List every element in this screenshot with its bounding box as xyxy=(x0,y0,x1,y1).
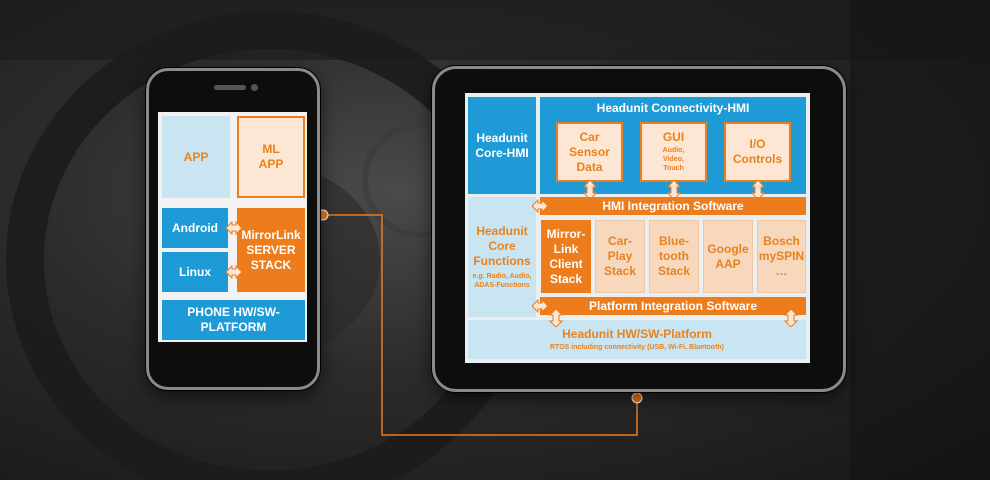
phone-android-label: Android xyxy=(172,220,218,235)
gui-sub-label: Audio, Video, Touch xyxy=(662,147,685,172)
google-aap-label: Google AAP xyxy=(707,241,749,271)
google-aap-box: Google AAP xyxy=(703,220,753,293)
vertical-double-arrow-icon xyxy=(583,180,597,200)
bluetooth-box: Blue-tooth Stack xyxy=(649,220,699,293)
vertical-double-arrow-icon xyxy=(784,309,798,327)
car-sensor-data-box: Car Sensor Data xyxy=(556,122,623,182)
phone-app-box: APP xyxy=(162,116,230,198)
carplay-label: Car-Play Stack xyxy=(603,234,637,278)
platform-integration-label: Platform Integration Software xyxy=(588,298,758,313)
phone-ml-app-box: ML APP xyxy=(237,116,305,198)
headunit-core-functions-box: Headunit Core Functions e.g. Radio, Audi… xyxy=(468,197,536,317)
phone-ml-app-label: ML APP xyxy=(258,142,284,171)
double-arrow-icon xyxy=(532,199,548,213)
headunit-core-hmi-label: Headunit Core-HMI xyxy=(475,130,529,160)
vertical-double-arrow-icon xyxy=(751,180,765,200)
mirrorlink-client-box: Mirror-Link Client Stack xyxy=(541,220,591,293)
core-functions-label: Headunit Core Functions xyxy=(473,223,531,268)
phone-mirrorlink-server-box: MirrorLink SERVER STACK xyxy=(237,208,305,292)
double-arrow-icon xyxy=(532,299,548,313)
vertical-double-arrow-icon xyxy=(549,309,563,327)
core-functions-sub-label: e.g. Radio, Audio, ADAS-Functions xyxy=(472,272,532,289)
mirrorlink-client-label: Mirror-Link Client Stack xyxy=(546,226,586,286)
bluetooth-label: Blue-tooth Stack xyxy=(657,234,691,278)
headunit-platform-sub-label: RTOS including connectivity (USB, Wi-Fi,… xyxy=(549,343,725,351)
bosch-myspin-label: Bosch mySPIN … xyxy=(758,234,805,278)
phone-app-label: APP xyxy=(183,149,209,164)
carplay-box: Car-Play Stack xyxy=(595,220,645,293)
connectivity-hmi-label: Headunit Connectivity-HMI xyxy=(596,100,750,115)
headunit-core-hmi-box: Headunit Core-HMI xyxy=(468,97,536,194)
double-arrow-icon xyxy=(225,220,243,236)
car-sensor-data-label: Car Sensor Data xyxy=(569,129,610,174)
phone-platform-box: PHONE HW/SW-PLATFORM xyxy=(162,300,305,340)
phone-camera xyxy=(251,84,258,91)
headunit-platform-label: Headunit HW/SW-Platform xyxy=(562,326,712,341)
io-controls-box: I/O Controls xyxy=(724,122,791,182)
phone-android-box: Android xyxy=(162,208,228,248)
phone-speaker xyxy=(214,85,246,90)
phone-linux-label: Linux xyxy=(179,264,211,279)
double-arrow-icon xyxy=(225,264,243,280)
phone-linux-box: Linux xyxy=(162,252,228,292)
hmi-integration-label: HMI Integration Software xyxy=(602,198,744,213)
vertical-double-arrow-icon xyxy=(667,180,681,200)
platform-integration-bar: Platform Integration Software xyxy=(540,297,806,315)
headunit-platform-box: Headunit HW/SW-Platform RTOS including c… xyxy=(468,320,806,359)
phone-platform-label: PHONE HW/SW-PLATFORM xyxy=(187,305,280,334)
phone-mirrorlink-server-label: MirrorLink SERVER STACK xyxy=(241,227,301,272)
gui-label: GUI xyxy=(662,130,685,145)
connectivity-hmi-title: Headunit Connectivity-HMI xyxy=(540,97,806,119)
hmi-integration-bar: HMI Integration Software xyxy=(540,197,806,215)
io-controls-label: I/O Controls xyxy=(732,137,783,166)
bosch-myspin-box: Bosch mySPIN … xyxy=(757,220,806,293)
gui-box: GUI Audio, Video, Touch xyxy=(640,122,707,182)
